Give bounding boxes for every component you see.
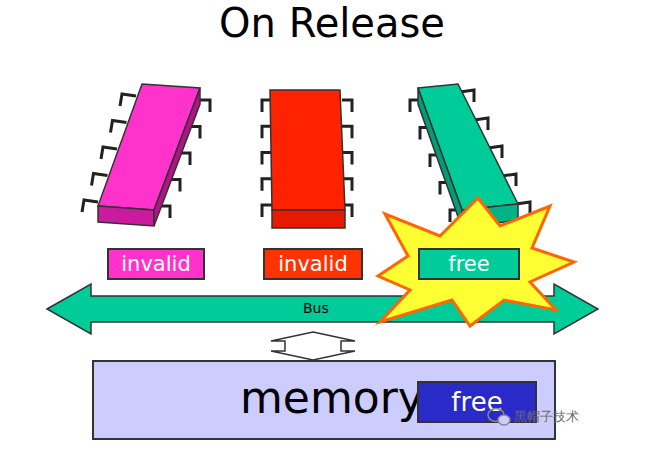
state-text: free [448,252,489,276]
state-label: free [418,248,520,280]
memory-label: memory [240,372,424,423]
memory-box: memory free [92,360,556,440]
state-label: invalid [263,248,363,280]
state-text: invalid [278,252,347,276]
watermark: 黑帽子技术 [514,408,579,426]
bus-label: Bus [303,300,329,316]
state-label: invalid [107,248,205,280]
title: On Release [0,0,664,46]
double-arrow [271,332,355,360]
state-text: invalid [121,252,190,276]
state-text: free [451,387,502,417]
